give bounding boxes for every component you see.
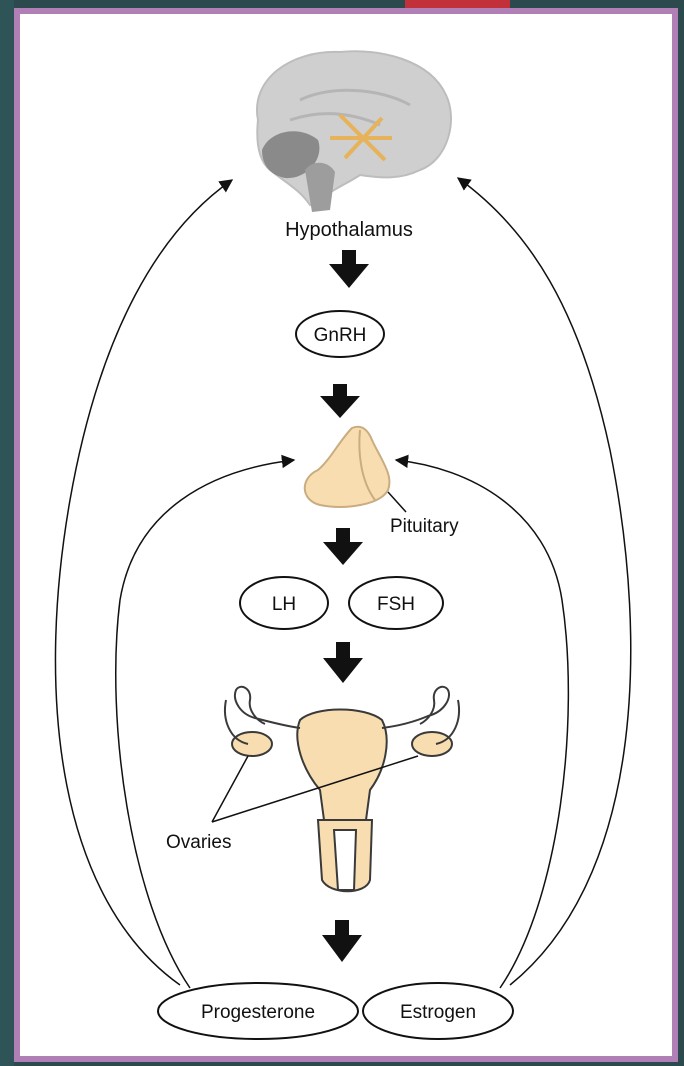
feedback-arrow-inner-left (116, 460, 294, 988)
down-arrow-2 (320, 384, 360, 418)
down-arrow-4 (323, 642, 363, 683)
feedback-arrow-outer-left (55, 180, 232, 985)
down-arrow-5 (322, 920, 362, 962)
brain-icon (257, 51, 451, 212)
fsh-label: FSH (377, 594, 415, 615)
down-arrow-3 (323, 528, 363, 565)
gnrh-label: GnRH (314, 325, 367, 346)
lh-label: LH (272, 594, 296, 615)
progesterone-label: Progesterone (201, 1002, 315, 1023)
hypothalamus-label: Hypothalamus (285, 219, 413, 241)
pituitary-gland (305, 427, 390, 507)
feedback-arrow-outer-right (458, 178, 631, 985)
uterus-ovaries-icon (225, 687, 459, 891)
pituitary-label: Pituitary (390, 516, 459, 537)
ovaries-label: Ovaries (166, 832, 231, 853)
pituitary-pointer (388, 492, 406, 512)
estrogen-label: Estrogen (400, 1002, 476, 1023)
down-arrow-1 (329, 250, 369, 288)
